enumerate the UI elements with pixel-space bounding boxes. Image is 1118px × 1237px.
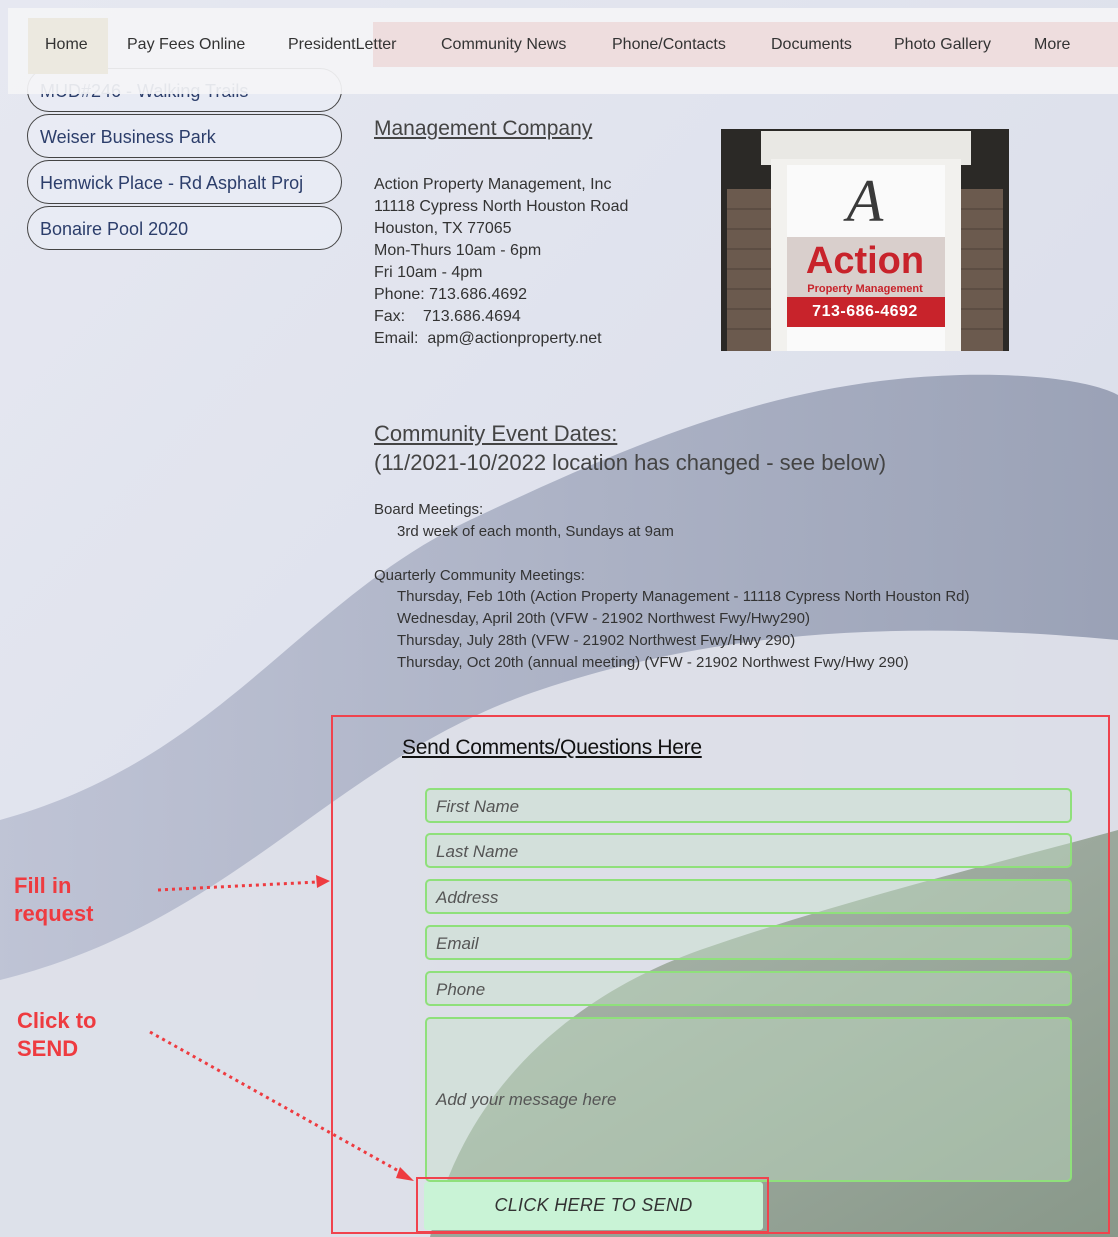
nav-item-more[interactable]: More bbox=[1034, 36, 1071, 53]
send-button-label: CLICK HERE TO SEND bbox=[494, 1195, 693, 1215]
management-line: Mon-Thurs 10am - 6pm bbox=[374, 242, 542, 259]
management-address-block: Action Property Management, Inc 11118 Cy… bbox=[374, 174, 628, 350]
annotation-fill-in-request: Fill in request bbox=[14, 872, 93, 928]
first-name-field[interactable]: First Name bbox=[425, 788, 1072, 823]
sign-brand: Action bbox=[805, 240, 925, 282]
sign-script-letter: A bbox=[846, 168, 884, 234]
form-highlight-box bbox=[331, 715, 1110, 1234]
phone-placeholder: Phone bbox=[436, 980, 486, 999]
management-line: Action Property Management, Inc bbox=[374, 176, 612, 193]
last-name-placeholder: Last Name bbox=[436, 842, 519, 861]
send-button-highlight bbox=[416, 1177, 769, 1233]
quarterly-meeting-item: Wednesday, April 20th (VFW - 21902 North… bbox=[397, 610, 810, 627]
sidebar-item-label: Hemwick Place - Rd Asphalt Proj bbox=[40, 173, 304, 193]
management-line: Houston, TX 77065 bbox=[374, 220, 512, 237]
nav-item-community-news[interactable]: Community News bbox=[441, 36, 567, 53]
last-name-field[interactable]: Last Name bbox=[425, 833, 1072, 868]
address-field[interactable]: Address bbox=[425, 879, 1072, 914]
quarterly-meetings-label: Quarterly Community Meetings: bbox=[374, 567, 585, 584]
nav-background-banner bbox=[373, 22, 1118, 67]
annotation-line: SEND bbox=[17, 1036, 79, 1061]
message-textarea[interactable]: Add your message here bbox=[425, 1017, 1072, 1182]
annotation-line: Fill in bbox=[14, 873, 72, 898]
board-meetings-label: Board Meetings: bbox=[374, 501, 484, 518]
action-property-sign-photo: A Action Property Management 713-686-469… bbox=[721, 129, 1009, 351]
management-line: Fri 10am - 4pm bbox=[374, 264, 483, 281]
annotation-line: request bbox=[14, 901, 94, 926]
first-name-placeholder: First Name bbox=[436, 797, 520, 816]
sidebar-item-weiser-business-park[interactable]: Weiser Business Park bbox=[27, 114, 342, 158]
sidebar-item-bonaire-pool[interactable]: Bonaire Pool 2020 bbox=[27, 206, 342, 250]
nav-item-phone-contacts[interactable]: Phone/Contacts bbox=[612, 36, 726, 53]
nav-item-documents[interactable]: Documents bbox=[771, 36, 852, 53]
management-email-line: Email: apm@actionproperty.net bbox=[374, 330, 602, 347]
quarterly-meeting-item: Thursday, July 28th (VFW - 21902 Northwe… bbox=[397, 632, 796, 649]
sign-subtitle: Property Management bbox=[807, 283, 923, 295]
nav-item-photo-gallery[interactable]: Photo Gallery bbox=[894, 36, 991, 53]
address-placeholder: Address bbox=[436, 888, 499, 907]
phone-field[interactable]: Phone bbox=[425, 971, 1072, 1006]
events-title: Community Event Dates: bbox=[374, 421, 618, 446]
events-subtitle: (11/2021-10/2022 location has changed - … bbox=[374, 450, 887, 475]
sign-phone: 713-686-4692 bbox=[812, 303, 918, 320]
send-button[interactable]: CLICK HERE TO SEND bbox=[424, 1182, 763, 1230]
nav-item-home[interactable]: Home bbox=[45, 36, 88, 53]
management-line: Phone: 713.686.4692 bbox=[374, 286, 528, 303]
quarterly-meeting-item: Thursday, Feb 10th (Action Property Mana… bbox=[397, 588, 970, 605]
annotation-click-to-send: Click to SEND bbox=[17, 1007, 96, 1063]
nav-item-president-letter[interactable]: PresidentLetter bbox=[288, 36, 397, 53]
message-placeholder: Add your message here bbox=[436, 1090, 617, 1109]
form-title: Send Comments/Questions Here bbox=[402, 736, 702, 759]
nav-item-pay-fees[interactable]: Pay Fees Online bbox=[127, 36, 246, 53]
management-line: 11118 Cypress North Houston Road bbox=[374, 198, 629, 215]
board-meetings-detail: 3rd week of each month, Sundays at 9am bbox=[397, 523, 674, 540]
annotation-line: Click to bbox=[17, 1008, 97, 1033]
email-field[interactable]: Email bbox=[425, 925, 1072, 960]
management-title: Management Company bbox=[374, 117, 593, 140]
sidebar-item-label: Weiser Business Park bbox=[40, 127, 216, 147]
email-placeholder: Email bbox=[436, 934, 479, 953]
sidebar-item-label: Bonaire Pool 2020 bbox=[40, 219, 189, 239]
sidebar-item-hemwick-place[interactable]: Hemwick Place - Rd Asphalt Proj bbox=[27, 160, 342, 204]
management-line: Fax: 713.686.4694 bbox=[374, 308, 521, 325]
nav-home-highlight bbox=[28, 18, 108, 74]
quarterly-meeting-item: Thursday, Oct 20th (annual meeting) (VFW… bbox=[397, 654, 909, 671]
